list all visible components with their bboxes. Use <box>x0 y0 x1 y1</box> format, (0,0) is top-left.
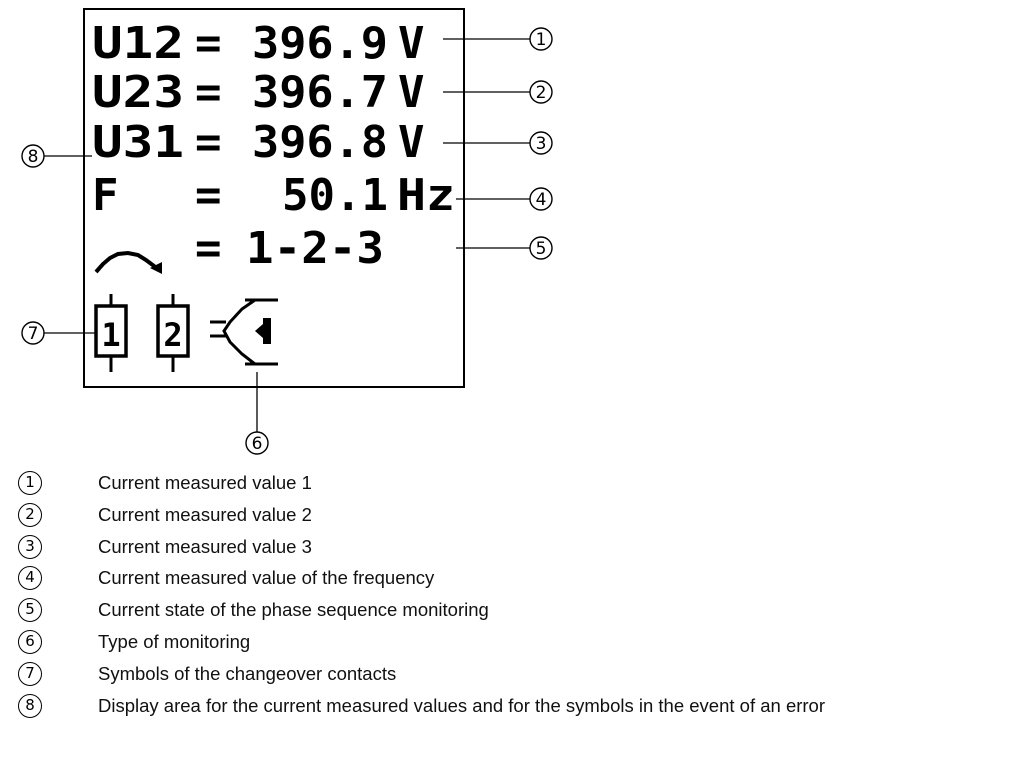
legend-number-4: 4 <box>18 566 42 591</box>
legend-text-2: Current measured value 2 <box>98 503 312 525</box>
legend-text-7: Symbols of the changeover contacts <box>98 662 397 684</box>
row-u23-equals: = <box>195 67 222 118</box>
row-phase-equals: = <box>195 223 222 274</box>
row-u31-symbol: U31 <box>92 117 184 168</box>
callout-1: 1 <box>529 27 553 51</box>
row-frequency: F = 50.1 Hz <box>92 170 455 221</box>
legend-number-7: 7 <box>18 661 42 686</box>
callout-8: 8 <box>21 144 45 168</box>
callout-5-number: 5 <box>536 239 547 259</box>
callout-7: 7 <box>21 321 45 345</box>
callout-2: 2 <box>529 80 553 104</box>
changeover-contact-1-label: 1 <box>101 316 120 354</box>
callout-4: 4 <box>529 187 553 211</box>
legend-text-3: Current measured value 3 <box>98 535 312 557</box>
phase-rotation-icon <box>94 250 162 274</box>
row-frequency-value: 50.1 <box>282 170 388 221</box>
row-u12-equals: = <box>195 18 222 69</box>
row-u23-unit: V <box>398 67 425 118</box>
callout-5: 5 <box>529 236 553 260</box>
row-phase-sequence: = 1-2-3 <box>94 223 384 274</box>
row-frequency-unit: Hz <box>397 170 455 221</box>
lcd-frame <box>83 8 465 388</box>
row-u12-value: 396.9 <box>252 18 388 69</box>
legend-row-8: 8 Display area for the current measured … <box>18 693 1028 726</box>
legend-row-3: 3 Current measured value 3 <box>18 534 1028 567</box>
legend-text-1: Current measured value 1 <box>98 472 312 493</box>
legend-text-6: Type of monitoring <box>98 630 251 652</box>
legend-row-4: 4 Current measured value of the frequenc… <box>18 566 1028 598</box>
legend-number-8: 8 <box>18 693 42 718</box>
legend-number-6: 6 <box>18 629 42 654</box>
row-u31-unit: V <box>398 117 425 168</box>
legend-number-5: 5 <box>18 598 42 623</box>
legend-text-4: Current measured value of the frequency <box>98 567 435 589</box>
changeover-contact-1-icon: 1 <box>94 294 128 372</box>
legend-number-3: 3 <box>18 534 42 559</box>
row-u31-value: 396.8 <box>252 117 388 168</box>
row-u23: U23 = 396.7 V <box>92 67 425 118</box>
legend-row-5: 5 Current state of the phase sequence mo… <box>18 598 1028 630</box>
callout-1-number: 1 <box>536 30 547 50</box>
phase-rotation-arrowhead-icon <box>150 262 162 274</box>
changeover-contact-2-label: 2 <box>163 316 182 354</box>
row-u12-symbol: U12 <box>92 18 184 69</box>
legend-row-1: 1 Current measured value 1 <box>18 471 1028 503</box>
row-u12-unit: V <box>398 18 425 69</box>
monitoring-type-icon <box>210 298 278 366</box>
row-u31: U31 = 396.8 V <box>92 117 425 168</box>
legend-number-2: 2 <box>18 502 42 527</box>
legend-row-7: 7 Symbols of the changeover contacts <box>18 661 1028 694</box>
callout-3-number: 3 <box>536 134 547 154</box>
callout-8-number: 8 <box>28 147 39 167</box>
row-u12: U12 = 396.9 V <box>92 18 425 69</box>
changeover-contact-2-icon: 2 <box>156 294 190 372</box>
row-u31-equals: = <box>195 117 222 168</box>
callout-6-number: 6 <box>252 434 263 454</box>
legend: 1 Current measured value 1 2 Current mea… <box>18 471 1028 725</box>
legend-text-8: Display area for the current measured va… <box>98 694 826 716</box>
row-u23-symbol: U23 <box>92 67 184 118</box>
callout-3: 3 <box>529 131 553 155</box>
callout-4-number: 4 <box>536 190 547 210</box>
callout-6: 6 <box>245 431 269 455</box>
row-frequency-symbol: F <box>92 170 119 221</box>
display-diagram: U12 = 396.9 V U23 = 396.7 V U31 = 396.8 … <box>21 8 553 455</box>
row-phase-value: 1-2-3 <box>246 223 384 274</box>
callout-2-number: 2 <box>536 83 547 103</box>
row-u23-value: 396.7 <box>252 67 388 118</box>
legend-text-5: Current state of the phase sequence moni… <box>98 599 489 621</box>
legend-row-6: 6 Type of monitoring <box>18 629 1028 662</box>
row-frequency-equals: = <box>195 170 222 221</box>
callout-7-number: 7 <box>28 324 39 344</box>
legend-row-2: 2 Current measured value 2 <box>18 502 1028 535</box>
legend-number-1: 1 <box>18 471 42 495</box>
display-diagram-svg: U12 = 396.9 V U23 = 396.7 V U31 = 396.8 … <box>21 8 553 455</box>
